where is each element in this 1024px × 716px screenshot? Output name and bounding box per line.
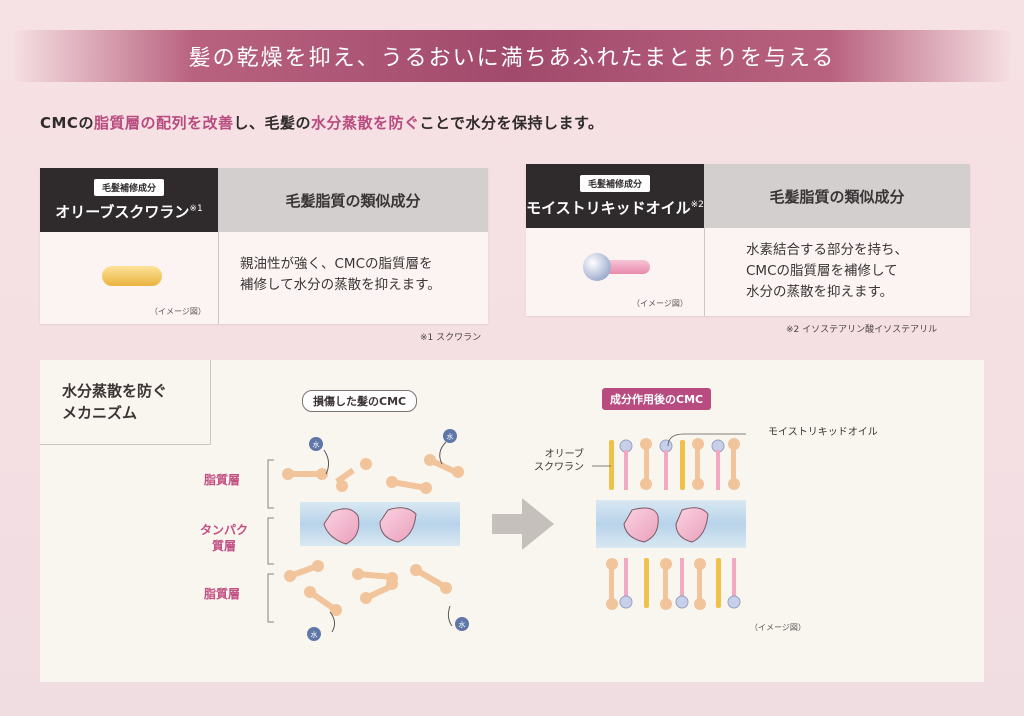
moist-oil-molecule-icon [583,253,650,281]
water-molecule-icons [307,429,469,641]
banner-title: 髪の乾燥を抑え、うるおいに満ちあふれたまとまりを与える [188,46,836,71]
mechanism-panel: 水分蒸散を防ぐ メカニズム 損傷した髪のCMC 成分作用後のCMC 脂質層 タン… [40,360,984,682]
card-header-category: 毛髪脂質の類似成分 [704,164,970,228]
damaged-cmc-diagram: 水 水 水 水 [282,429,469,641]
card-description: 親油性が強く、CMCの脂質層を 補修して水分の蒸散を抑えます。 [240,256,441,293]
divider [704,228,705,316]
mechanism-title: 水分蒸散を防ぐ メカニズム [62,382,168,422]
card-header-category: 毛髪脂質の類似成分 [218,168,488,232]
water-text: 水 [459,620,466,629]
title-banner: 髪の乾燥を抑え、うるおいに満ちあふれたまとまりを与える [14,30,1010,82]
product-name: オリーブスクワラン※1 [55,202,203,221]
squalane-capsule-icon [102,266,162,286]
card-description: 水素結合する部分を持ち、 CMCの脂質層を補修して 水分の蒸散を抑えます。 [746,242,908,300]
footnote-2: ※2 イソステアリン酸イソステアリル [786,325,938,335]
card-header-product: 毛髪補修成分 オリーブスクワラン※1 [40,168,218,232]
image-note: （イメージ図） [150,307,206,316]
water-text: 水 [447,432,454,441]
divider [218,232,219,324]
image-note: （イメージ図） [632,299,688,308]
lipid-layer-label-top: 脂質層 [204,473,241,487]
water-text: 水 [311,630,318,639]
olive-squalane-label: オリーブ スクワラン [534,449,584,473]
damaged-cmc-tag: 損傷した髪のCMC [302,390,418,412]
lead-sentence: CMCの脂質層の配列を改善し、毛髪の水分蒸散を防ぐことで水分を保持します。 [40,112,604,133]
lead-part-2: し、毛髪の [233,114,311,132]
ingredient-badge: 毛髪補修成分 [93,178,164,196]
footnote-1: ※1 スクワラン [420,333,482,343]
card-moist-liquid-oil: 毛髪補修成分 モイストリキッドオイル※2 毛髪脂質の類似成分 （イメージ図） 水… [526,164,970,316]
after-cmc-tag: 成分作用後のCMC [602,388,712,410]
lead-part-1: CMCの [40,114,94,132]
product-name: モイストリキッドオイル※2 [526,198,704,217]
card-header-product: 毛髪補修成分 モイストリキッドオイル※2 [526,164,704,228]
moist-liquid-oil-label: モイストリキッドオイル [768,427,878,438]
lead-part-3: ことで水分を保持します。 [419,114,604,132]
protein-layer-label: タンパク 質層 [200,523,249,553]
lipid-layer-label-bottom: 脂質層 [204,587,241,601]
lead-highlight-1: 脂質層の配列を改善 [93,114,234,132]
repaired-cmc-diagram [592,433,746,610]
lead-highlight-2: 水分蒸散を防ぐ [310,114,420,132]
transition-arrow-icon [492,498,554,550]
ingredient-badge: 毛髪補修成分 [579,174,650,192]
water-text: 水 [313,440,320,449]
mechanism-title-box: 水分蒸散を防ぐ メカニズム [40,360,211,445]
card-olive-squalane: 毛髪補修成分 オリーブスクワラン※1 毛髪脂質の類似成分 （イメージ図） 親油性… [40,168,488,324]
image-note: （イメージ図） [750,623,806,632]
layer-brackets [267,459,274,623]
